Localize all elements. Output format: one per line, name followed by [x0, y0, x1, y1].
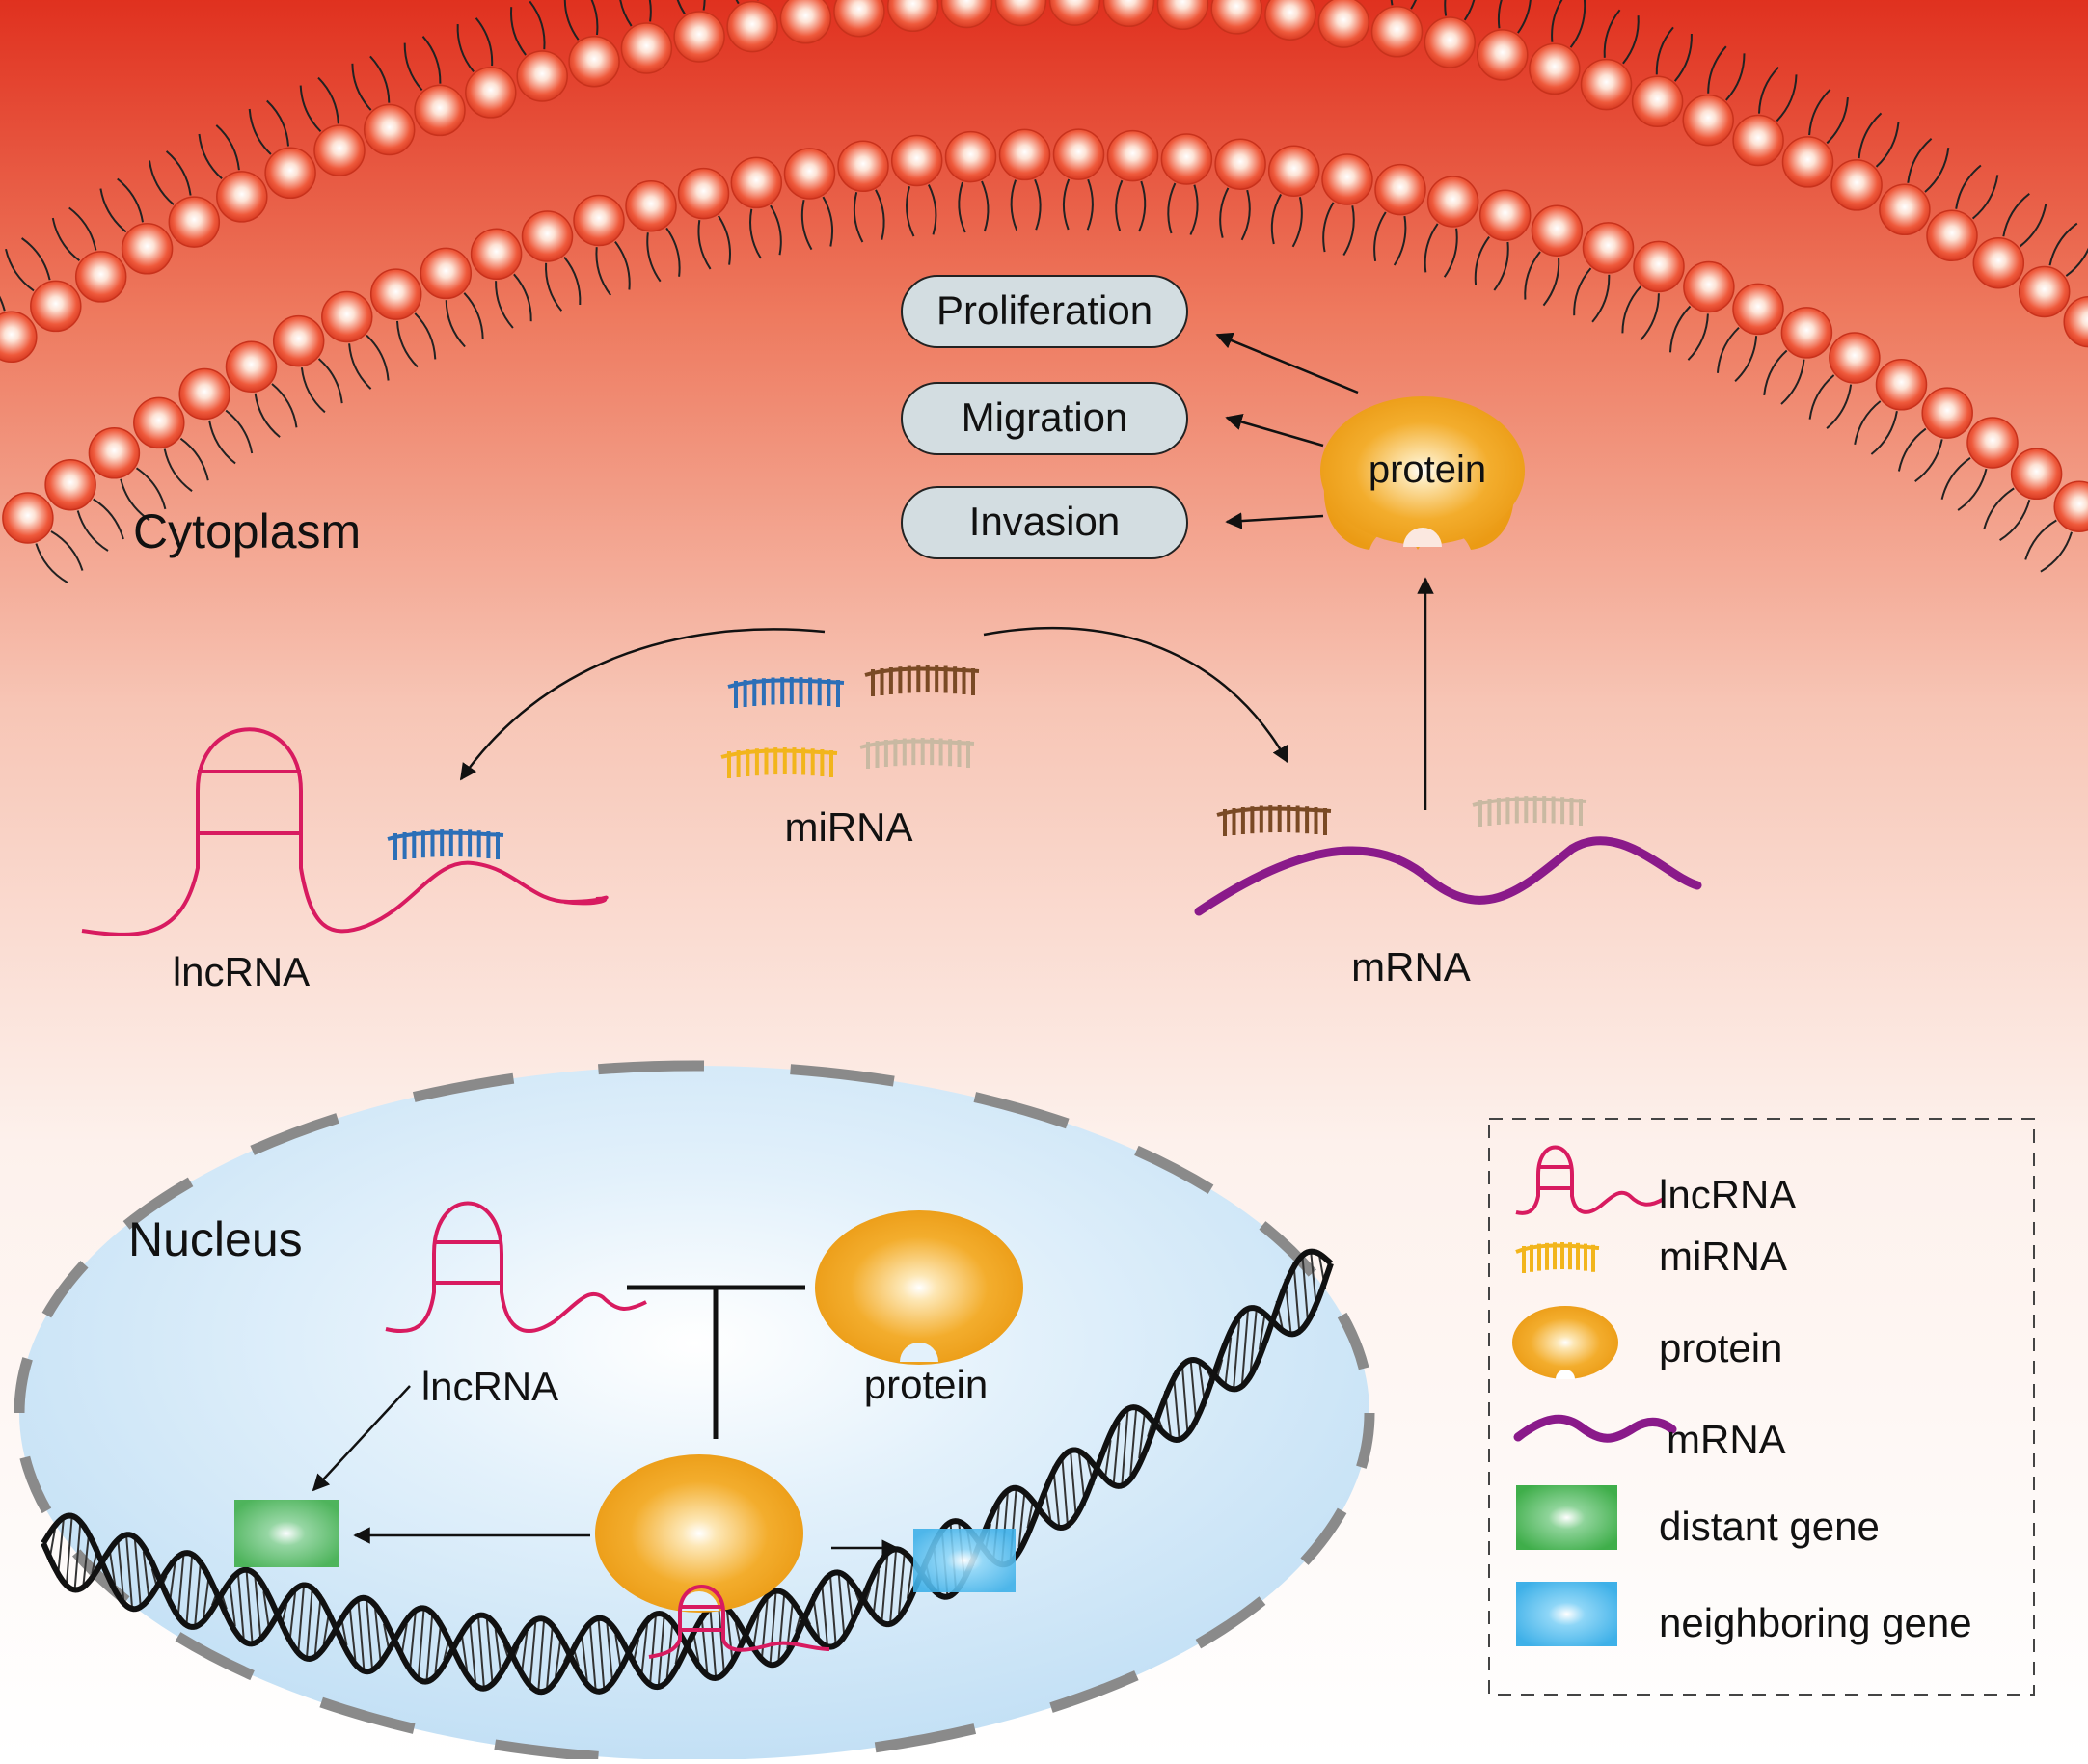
protein-nucleus-label: protein [864, 1362, 988, 1407]
legend-lncrna-label: lncRNA [1659, 1172, 1796, 1217]
arrow-lncrna-to-distant-gene [312, 1385, 411, 1492]
nucleus-label: Nucleus [128, 1212, 303, 1266]
lncrna-label: lncRNA [173, 949, 310, 994]
cytoplasm-mrna: mRNA [1194, 796, 1702, 990]
outcome-proliferation: Proliferation [901, 275, 1188, 348]
lncrna-nucleus-label: lncRNA [421, 1364, 558, 1409]
outcome-label: Proliferation [936, 287, 1152, 333]
protein-lncrna-complex [595, 1454, 830, 1659]
nucleus-protein: protein [815, 1210, 1023, 1407]
nucleus: Nucleus lncRNA protein [14, 1060, 1375, 1762]
nucleus-body [19, 1066, 1369, 1760]
protein-label: protein [1369, 448, 1486, 491]
arrow-to-proliferation [1215, 332, 1359, 394]
nuclear-envelope [14, 1060, 1375, 1762]
arrow-to-migration [1225, 413, 1324, 448]
mirna-label: miRNA [785, 804, 913, 850]
neighboring-gene [913, 1529, 1016, 1592]
cell-membrane [0, 0, 2088, 583]
legend-mrna-label: mRNA [1667, 1417, 1786, 1462]
outcome-invasion: Invasion [901, 486, 1188, 559]
legend-lncrna-icon [1515, 1145, 1666, 1215]
cytoplasm-lncrna: lncRNA [81, 727, 609, 994]
arrow-mirna-to-lncrna [459, 628, 826, 781]
protein-body [1320, 396, 1525, 545]
legend-box [1488, 1118, 2035, 1696]
arrow-mirna-to-mrna [983, 626, 1289, 764]
outcome-label: Migration [962, 394, 1128, 440]
legend-protein-label: protein [1659, 1325, 1782, 1370]
arrow-to-invasion [1225, 512, 1324, 529]
legend: lncRNA miRNA protein mRNA distant gene n… [1488, 1118, 2035, 1696]
dna-helix [41, 1248, 1334, 1696]
distant-gene [234, 1500, 339, 1567]
legend-mirna-label: miRNA [1659, 1234, 1787, 1279]
cytoplasm-label: Cytoplasm [133, 504, 361, 558]
outcome-label: Invasion [969, 499, 1120, 544]
legend-protein-icon [1512, 1306, 1618, 1379]
legend-neighboring-gene-label: neighboring gene [1659, 1600, 1972, 1645]
legend-distant-gene-label: distant gene [1659, 1504, 1880, 1549]
outcome-migration: Migration [901, 382, 1188, 455]
legend-distant-gene-icon [1516, 1485, 1617, 1550]
legend-neighboring-gene-icon [1516, 1582, 1617, 1646]
legend-mirna-icon [1515, 1242, 1600, 1273]
protein-notch [1403, 528, 1442, 547]
mrna-label: mRNA [1351, 944, 1471, 990]
legend-mrna-icon [1513, 1414, 1677, 1443]
mirna-cluster [720, 665, 980, 778]
nucleus-lncrna: lncRNA [385, 1201, 647, 1409]
cytoplasm-protein: protein [1320, 396, 1525, 550]
